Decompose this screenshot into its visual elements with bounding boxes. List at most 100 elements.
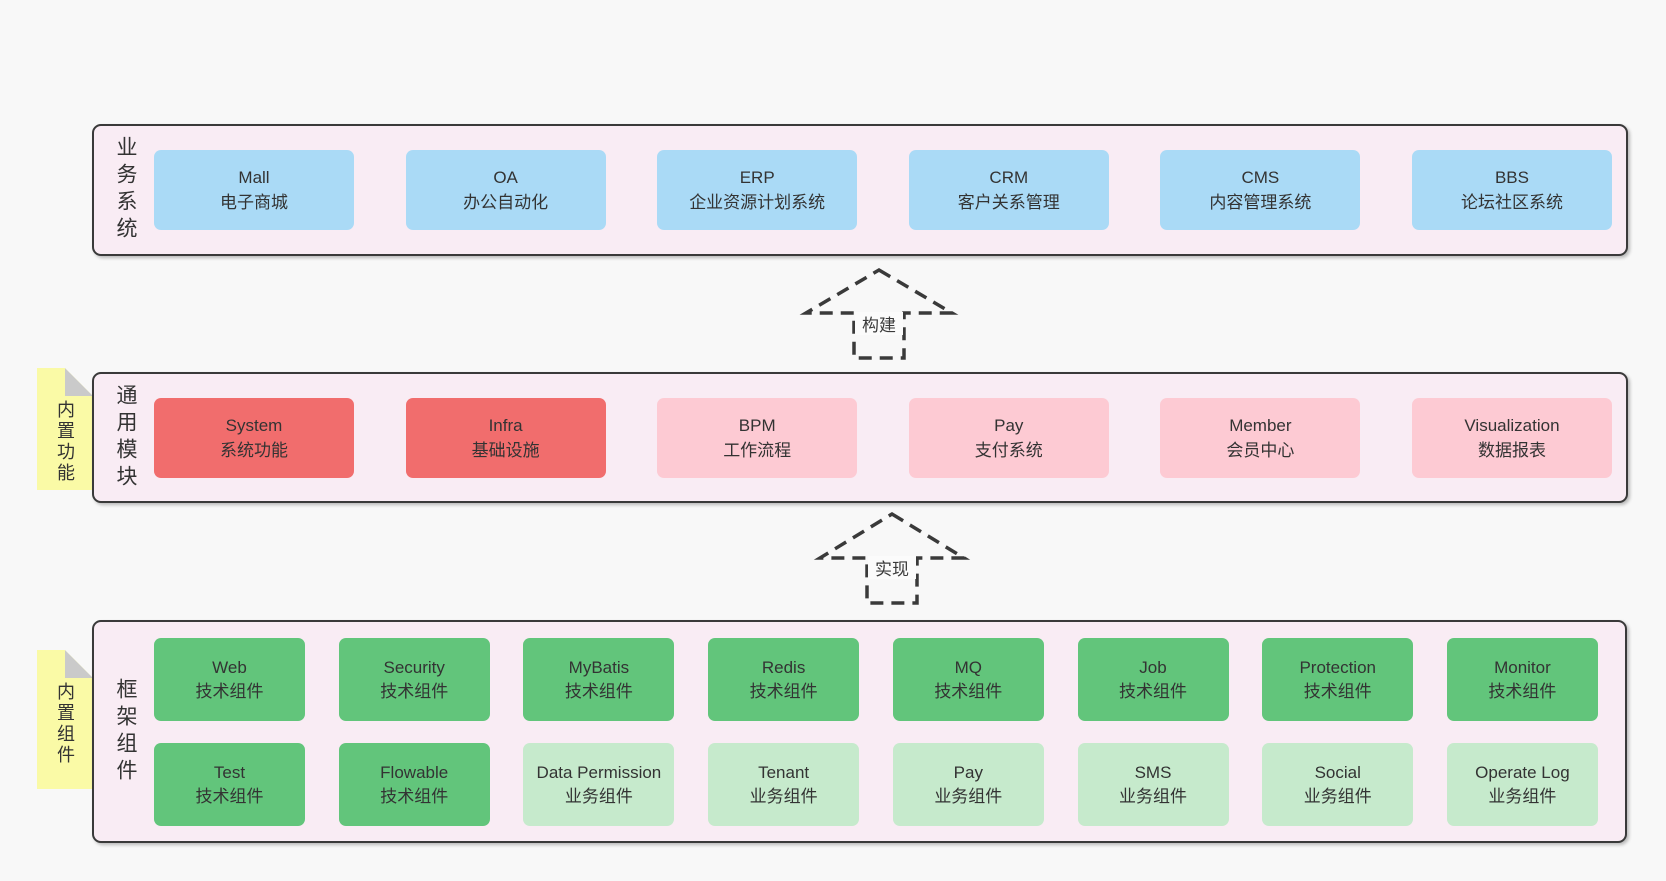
box-social: Social 业务组件 [1262,743,1414,826]
box-title-en: ERP [739,168,775,187]
box-bbs: BBS 论坛社区系统 [1411,150,1612,230]
common-modules-panel: 通用模块 System 系统功能 Infra 基础设施 BPM 工作流程 Pay… [92,372,1628,503]
section-label-business: 业务系统 [114,136,137,244]
box-data-permission: Data Permission 业务组件 [523,743,675,826]
sticky-note-text: 内置组件 [55,682,75,766]
box-title-zh: 技术组件 [380,786,449,806]
box-title-en: Visualization [1464,416,1560,435]
box-title-en: Mall [238,168,270,187]
implement-arrow [813,511,971,605]
box-title-zh: 业务组件 [1119,786,1188,806]
sticky-note-text: 内置功能 [55,400,75,484]
box-title-en: SMS [1134,762,1172,782]
build-arrow-outline [799,267,959,360]
components-box-row-1: Web 技术组件 Security 技术组件 MyBatis 技术组件 Redi… [154,638,1598,721]
box-title-zh: 论坛社区系统 [1460,193,1563,212]
box-job: Job 技术组件 [1077,638,1229,721]
business-box-row: Mall 电子商城 OA 办公自动化 ERP 企业资源计划系统 CRM 客户关系… [154,150,1612,230]
box-title-en: Monitor [1494,657,1551,677]
box-title-en: Infra [488,416,523,435]
section-label-modules: 通用模块 [114,383,137,492]
modules-box-row: System 系统功能 Infra 基础设施 BPM 工作流程 Pay 支付系统… [154,398,1612,478]
box-title-zh: 系统功能 [220,441,288,460]
framework-components-panel: 框架组件 Web 技术组件 Security 技术组件 MyBatis 技术组件… [92,620,1627,843]
box-title-zh: 会员中心 [1226,441,1295,460]
box-title-en: Pay [994,416,1024,435]
box-title-en: BBS [1494,168,1529,187]
box-title-zh: 业务组件 [934,786,1003,806]
box-crm: CRM 客户关系管理 [908,150,1109,230]
box-tenant: Tenant 业务组件 [708,743,860,826]
box-title-zh: 电子商城 [220,193,288,212]
components-box-row-2: Test 技术组件 Flowable 技术组件 Data Permission … [154,743,1598,826]
box-erp: ERP 企业资源计划系统 [657,150,858,230]
box-title-zh: 企业资源计划系统 [689,193,826,212]
box-title-en: CMS [1241,168,1280,187]
box-title-en: Pay [953,762,983,782]
box-title-en: Web [212,657,247,677]
box-mall: Mall 电子商城 [154,150,354,230]
box-flowable: Flowable 技术组件 [338,743,490,826]
box-title-zh: 技术组件 [564,681,633,701]
box-cms: CMS 内容管理系统 [1160,150,1361,230]
box-oa: OA 办公自动化 [405,150,606,230]
box-bpm: BPM 工作流程 [657,398,858,478]
box-title-zh: 技术组件 [195,681,264,701]
box-title-zh: 技术组件 [934,681,1003,701]
build-arrow-label: 构建 [855,312,903,335]
box-title-en: BPM [738,416,776,435]
box-operate-log: Operate Log 业务组件 [1446,743,1598,826]
box-title-zh: 技术组件 [1303,681,1372,701]
section-label-components: 框架组件 [114,677,137,786]
box-pay: Pay 支付系统 [908,398,1109,478]
box-system: System 系统功能 [154,398,354,478]
box-title-en: Security [383,657,445,677]
implement-arrow-label: 实现 [868,556,916,579]
box-mybatis: MyBatis 技术组件 [523,638,675,721]
box-title-zh: 工作流程 [723,441,792,460]
box-sms: SMS 业务组件 [1077,743,1229,826]
box-title-en: Job [1139,657,1167,677]
box-title-en: OA [493,168,518,187]
box-pay-component: Pay 业务组件 [892,743,1044,826]
business-systems-panel: 业务系统 Mall 电子商城 OA 办公自动化 ERP 企业资源计划系统 CRM… [92,124,1628,256]
box-infra: Infra 基础设施 [405,398,606,478]
box-title-zh: 基础设施 [471,441,540,460]
box-protection: Protection 技术组件 [1262,638,1414,721]
box-title-zh: 技术组件 [1119,681,1188,701]
box-title-en: CRM [989,168,1029,187]
box-redis: Redis 技术组件 [708,638,860,721]
box-title-zh: 内容管理系统 [1209,193,1312,212]
box-title-zh: 业务组件 [1488,786,1557,806]
box-title-en: Social [1314,762,1361,782]
box-title-en: Tenant [758,762,810,782]
box-title-en: MQ [954,657,982,677]
box-title-en: Flowable [380,762,449,782]
build-arrow [799,267,959,360]
box-title-en: Member [1229,416,1292,435]
box-title-zh: 办公自动化 [463,193,549,212]
implement-arrow-outline [813,511,971,605]
box-title-zh: 业务组件 [749,786,818,806]
sticky-note-built-in-features: 内置功能 [37,368,93,490]
box-web: Web 技术组件 [154,638,305,721]
box-visualization: Visualization 数据报表 [1411,398,1612,478]
box-title-zh: 数据报表 [1477,441,1546,460]
box-title-en: Test [213,762,246,782]
box-title-zh: 业务组件 [564,786,633,806]
box-title-zh: 支付系统 [974,441,1043,460]
box-title-zh: 业务组件 [1303,786,1372,806]
box-security: Security 技术组件 [338,638,490,721]
box-title-en: Redis [761,657,806,677]
box-title-en: MyBatis [568,657,630,677]
box-title-en: System [225,416,283,435]
sticky-fold-corner [65,650,93,678]
box-title-en: Operate Log [1475,762,1570,782]
box-title-zh: 技术组件 [380,681,449,701]
sticky-note-built-in-components: 内置组件 [37,650,93,789]
sticky-fold-corner [65,368,93,396]
box-monitor: Monitor 技术组件 [1446,638,1598,721]
box-title-zh: 技术组件 [749,681,818,701]
box-mq: MQ 技术组件 [892,638,1044,721]
